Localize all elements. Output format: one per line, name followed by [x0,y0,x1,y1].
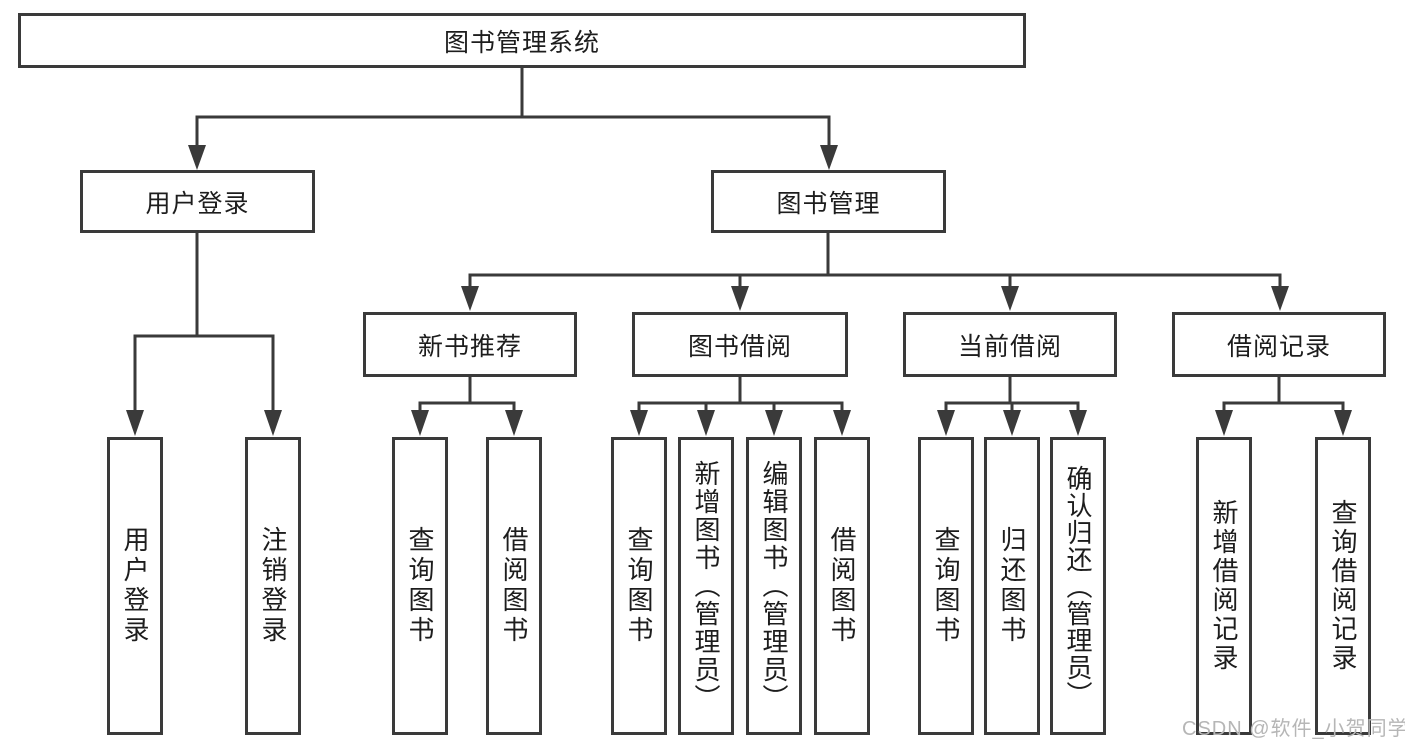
leaf-user-login: 用户登录 [107,437,163,735]
node-book-management: 图书管理 [711,170,946,233]
leaf-edit-book-admin: 编辑图书（管理员） [746,437,802,735]
node-new-book-recommend: 新书推荐 [363,312,577,377]
node-current-borrow: 当前借阅 [903,312,1117,377]
leaf-logout: 注销登录 [245,437,301,735]
leaf-query-books-borrow: 查询图书 [611,437,667,735]
node-user-login: 用户登录 [80,170,315,233]
node-book-borrow: 图书借阅 [632,312,848,377]
node-borrow-records: 借阅记录 [1172,312,1386,377]
leaf-borrow-books-recommend: 借阅图书 [486,437,542,735]
leaf-return-book: 归还图书 [984,437,1040,735]
leaf-confirm-return-admin: 确认归还（管理员） [1050,437,1106,735]
leaf-query-borrow-record: 查询借阅记录 [1315,437,1371,735]
node-root: 图书管理系统 [18,13,1026,68]
leaf-add-borrow-record: 新增借阅记录 [1196,437,1252,735]
csdn-watermark: CSDN @软件_小贺同学 [1182,718,1405,740]
leaf-borrow-books: 借阅图书 [814,437,870,735]
leaf-add-book-admin: 新增图书（管理员） [678,437,734,735]
leaf-query-books-current: 查询图书 [918,437,974,735]
leaf-query-books-recommend: 查询图书 [392,437,448,735]
